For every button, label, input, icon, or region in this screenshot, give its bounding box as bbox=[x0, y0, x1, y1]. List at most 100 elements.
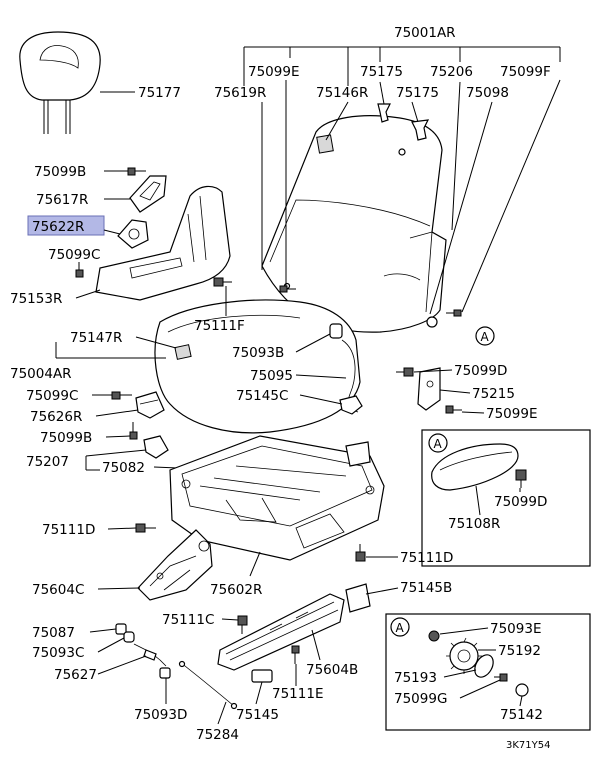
bolt-75099D-top bbox=[396, 367, 414, 377]
label-75099E-top: 75099E bbox=[248, 64, 299, 80]
label-75177: 75177 bbox=[138, 85, 181, 101]
label-75099F: 75099F bbox=[500, 64, 551, 80]
detail-box-knob-letter: A bbox=[396, 621, 405, 635]
bolt-75111C bbox=[237, 615, 248, 634]
label-75145C: 75145C bbox=[236, 388, 288, 404]
label-75142: 75142 bbox=[500, 707, 543, 723]
side-shield-75153R bbox=[95, 185, 231, 301]
ring-75098 bbox=[426, 316, 438, 328]
label-75111E: 75111E bbox=[272, 686, 323, 702]
label-75175-a: 75175 bbox=[360, 64, 403, 80]
clip-75175-b bbox=[411, 119, 430, 141]
detail-box-armrest-callout: A bbox=[428, 433, 448, 453]
detail-box-armrest bbox=[421, 429, 591, 567]
bushing-75093E bbox=[428, 630, 440, 642]
bolt-75099F bbox=[446, 309, 462, 317]
bushing-75093D bbox=[159, 667, 171, 679]
label-75099D-top: 75099D bbox=[454, 363, 507, 379]
clip-75175-a bbox=[377, 103, 391, 123]
bushing-75093C bbox=[123, 631, 135, 643]
label-75622R[interactable]: 75622R bbox=[32, 219, 84, 235]
cap-75145 bbox=[251, 669, 273, 683]
label-75099C-top: 75099C bbox=[48, 247, 100, 263]
bracket-75215 bbox=[417, 367, 441, 411]
label-75082: 75082 bbox=[102, 460, 145, 476]
label-75098: 75098 bbox=[466, 85, 509, 101]
label-75145B: 75145B bbox=[400, 580, 452, 596]
label-75207: 75207 bbox=[26, 454, 69, 470]
screw-75099B-top bbox=[127, 167, 146, 176]
bolt-75111E bbox=[291, 645, 300, 664]
bolt-75099E-top bbox=[279, 285, 296, 293]
label-75093C: 75093C bbox=[32, 645, 84, 661]
bushing-75093B bbox=[329, 323, 343, 339]
bracket-75626R bbox=[135, 391, 165, 419]
bolt-75111D-left bbox=[135, 523, 156, 533]
knob-75193 bbox=[474, 654, 494, 678]
label-75604B: 75604B bbox=[306, 662, 358, 678]
label-75099B-top: 75099B bbox=[34, 164, 86, 180]
rod-75627 bbox=[133, 643, 167, 667]
label-75093D: 75093D bbox=[134, 707, 187, 723]
armrest-75108R bbox=[431, 443, 519, 491]
knob-75617R bbox=[129, 175, 167, 213]
label-75145: 75145 bbox=[236, 707, 279, 723]
label-75111C: 75111C bbox=[162, 612, 214, 628]
label-75153R: 75153R bbox=[10, 291, 62, 307]
bracket-75207 bbox=[143, 435, 169, 459]
label-75087: 75087 bbox=[32, 625, 75, 641]
screw-75099B-mid bbox=[129, 422, 138, 440]
label-75147R: 75147R bbox=[70, 330, 122, 346]
bolt-75099D-box bbox=[515, 469, 527, 488]
label-75093E: 75093E bbox=[490, 621, 541, 637]
screw-75099C-top bbox=[75, 262, 84, 278]
detail-box-knob-callout: A bbox=[390, 617, 410, 637]
label-75001AR: 75001AR bbox=[394, 25, 456, 41]
label-75108R: 75108R bbox=[448, 516, 500, 532]
label-75099D-box: 75099D bbox=[494, 494, 547, 510]
label-75099G: 75099G bbox=[394, 691, 447, 707]
label-75627: 75627 bbox=[54, 667, 97, 683]
seat-cushion-part bbox=[154, 299, 361, 434]
label-75146R: 75146R bbox=[316, 85, 368, 101]
lifter-75604C bbox=[137, 529, 213, 601]
slide-rail-75604B bbox=[217, 593, 345, 671]
label-75111D-left: 75111D bbox=[42, 522, 95, 538]
label-75206: 75206 bbox=[430, 64, 473, 80]
callout-a-marker: A bbox=[475, 326, 495, 346]
label-75111D-right: 75111D bbox=[400, 550, 453, 566]
label-75093B: 75093B bbox=[232, 345, 284, 361]
label-75284: 75284 bbox=[196, 727, 239, 743]
gear-75192 bbox=[446, 637, 482, 674]
cable-75284 bbox=[178, 660, 238, 710]
label-75215: 75215 bbox=[472, 386, 515, 402]
label-75175-b: 75175 bbox=[396, 85, 439, 101]
detail-box-armrest-letter: A bbox=[434, 437, 443, 451]
label-75099B-mid: 75099B bbox=[40, 430, 92, 446]
bolt-75111D-right bbox=[355, 544, 366, 562]
cover-75145B bbox=[345, 583, 371, 613]
seatback-part bbox=[261, 115, 447, 333]
detail-box-knob bbox=[385, 613, 591, 731]
highlight-75622R bbox=[27, 215, 105, 236]
bolt-75111F bbox=[213, 277, 232, 287]
bolt-75099E-right bbox=[445, 405, 462, 414]
diagram-code: 3K71Y54 bbox=[506, 740, 550, 751]
label-75626R: 75626R bbox=[30, 409, 82, 425]
label-75604C: 75604C bbox=[32, 582, 84, 598]
callout-a-letter: A bbox=[481, 330, 490, 344]
headrest-part bbox=[19, 31, 135, 134]
bolt-75099C-mid bbox=[111, 391, 132, 400]
cap-75142 bbox=[515, 683, 529, 697]
label-75617R: 75617R bbox=[36, 192, 88, 208]
screw-75099G bbox=[494, 673, 508, 682]
label-75099C-mid: 75099C bbox=[26, 388, 78, 404]
label-75111F: 75111F bbox=[194, 318, 245, 334]
hook-75095 bbox=[339, 339, 363, 415]
label-75602R: 75602R bbox=[210, 582, 262, 598]
label-75004AR: 75004AR bbox=[10, 366, 72, 382]
label-75193: 75193 bbox=[394, 670, 437, 686]
label-75192: 75192 bbox=[498, 643, 541, 659]
lever-75622R bbox=[117, 219, 149, 249]
